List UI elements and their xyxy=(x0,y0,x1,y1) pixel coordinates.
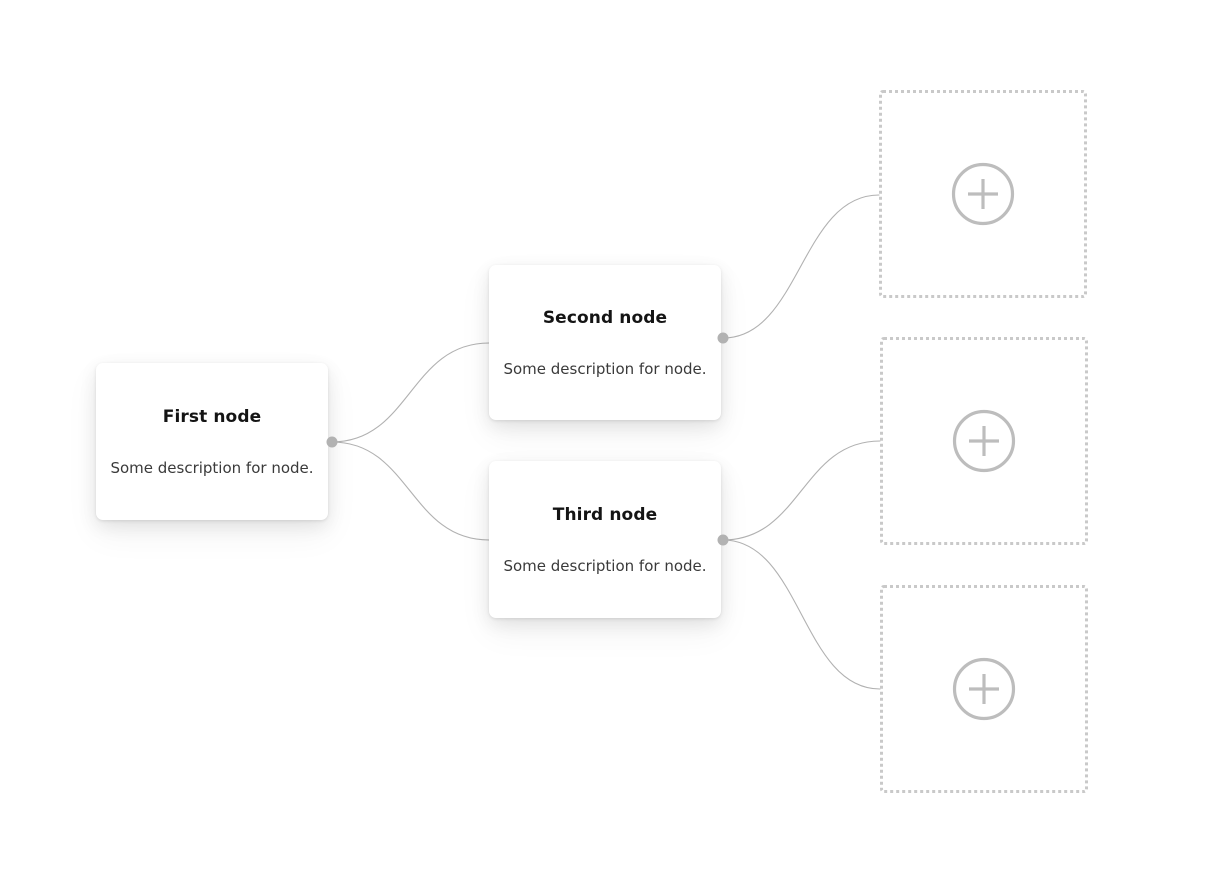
plus-circle-icon[interactable] xyxy=(951,162,1015,226)
node-card-first[interactable]: First node Some description for node. xyxy=(96,363,328,520)
node-card-second[interactable]: Second node Some description for node. xyxy=(489,265,721,420)
add-node-placeholder[interactable] xyxy=(880,585,1088,793)
connection-handle-source[interactable] xyxy=(326,436,338,448)
node-description: Some description for node. xyxy=(110,459,314,477)
plus-circle-icon[interactable] xyxy=(952,409,1016,473)
connection-handle-source[interactable] xyxy=(717,534,729,546)
node-title: First node xyxy=(162,407,262,427)
node-title: Third node xyxy=(552,505,658,525)
add-node-placeholder[interactable] xyxy=(879,90,1087,298)
node-description: Some description for node. xyxy=(503,557,707,575)
edge-path[interactable] xyxy=(331,441,490,541)
plus-circle-icon[interactable] xyxy=(952,657,1016,721)
edge-path[interactable] xyxy=(722,440,881,541)
node-card-third[interactable]: Third node Some description for node. xyxy=(489,461,721,618)
add-node-placeholder[interactable] xyxy=(880,337,1088,545)
edge-path[interactable] xyxy=(722,539,881,690)
connection-handle-source[interactable] xyxy=(717,332,729,344)
node-description: Some description for node. xyxy=(503,360,707,378)
edge-path[interactable] xyxy=(722,194,880,339)
node-title: Second node xyxy=(542,308,668,328)
edge-path[interactable] xyxy=(331,342,490,443)
